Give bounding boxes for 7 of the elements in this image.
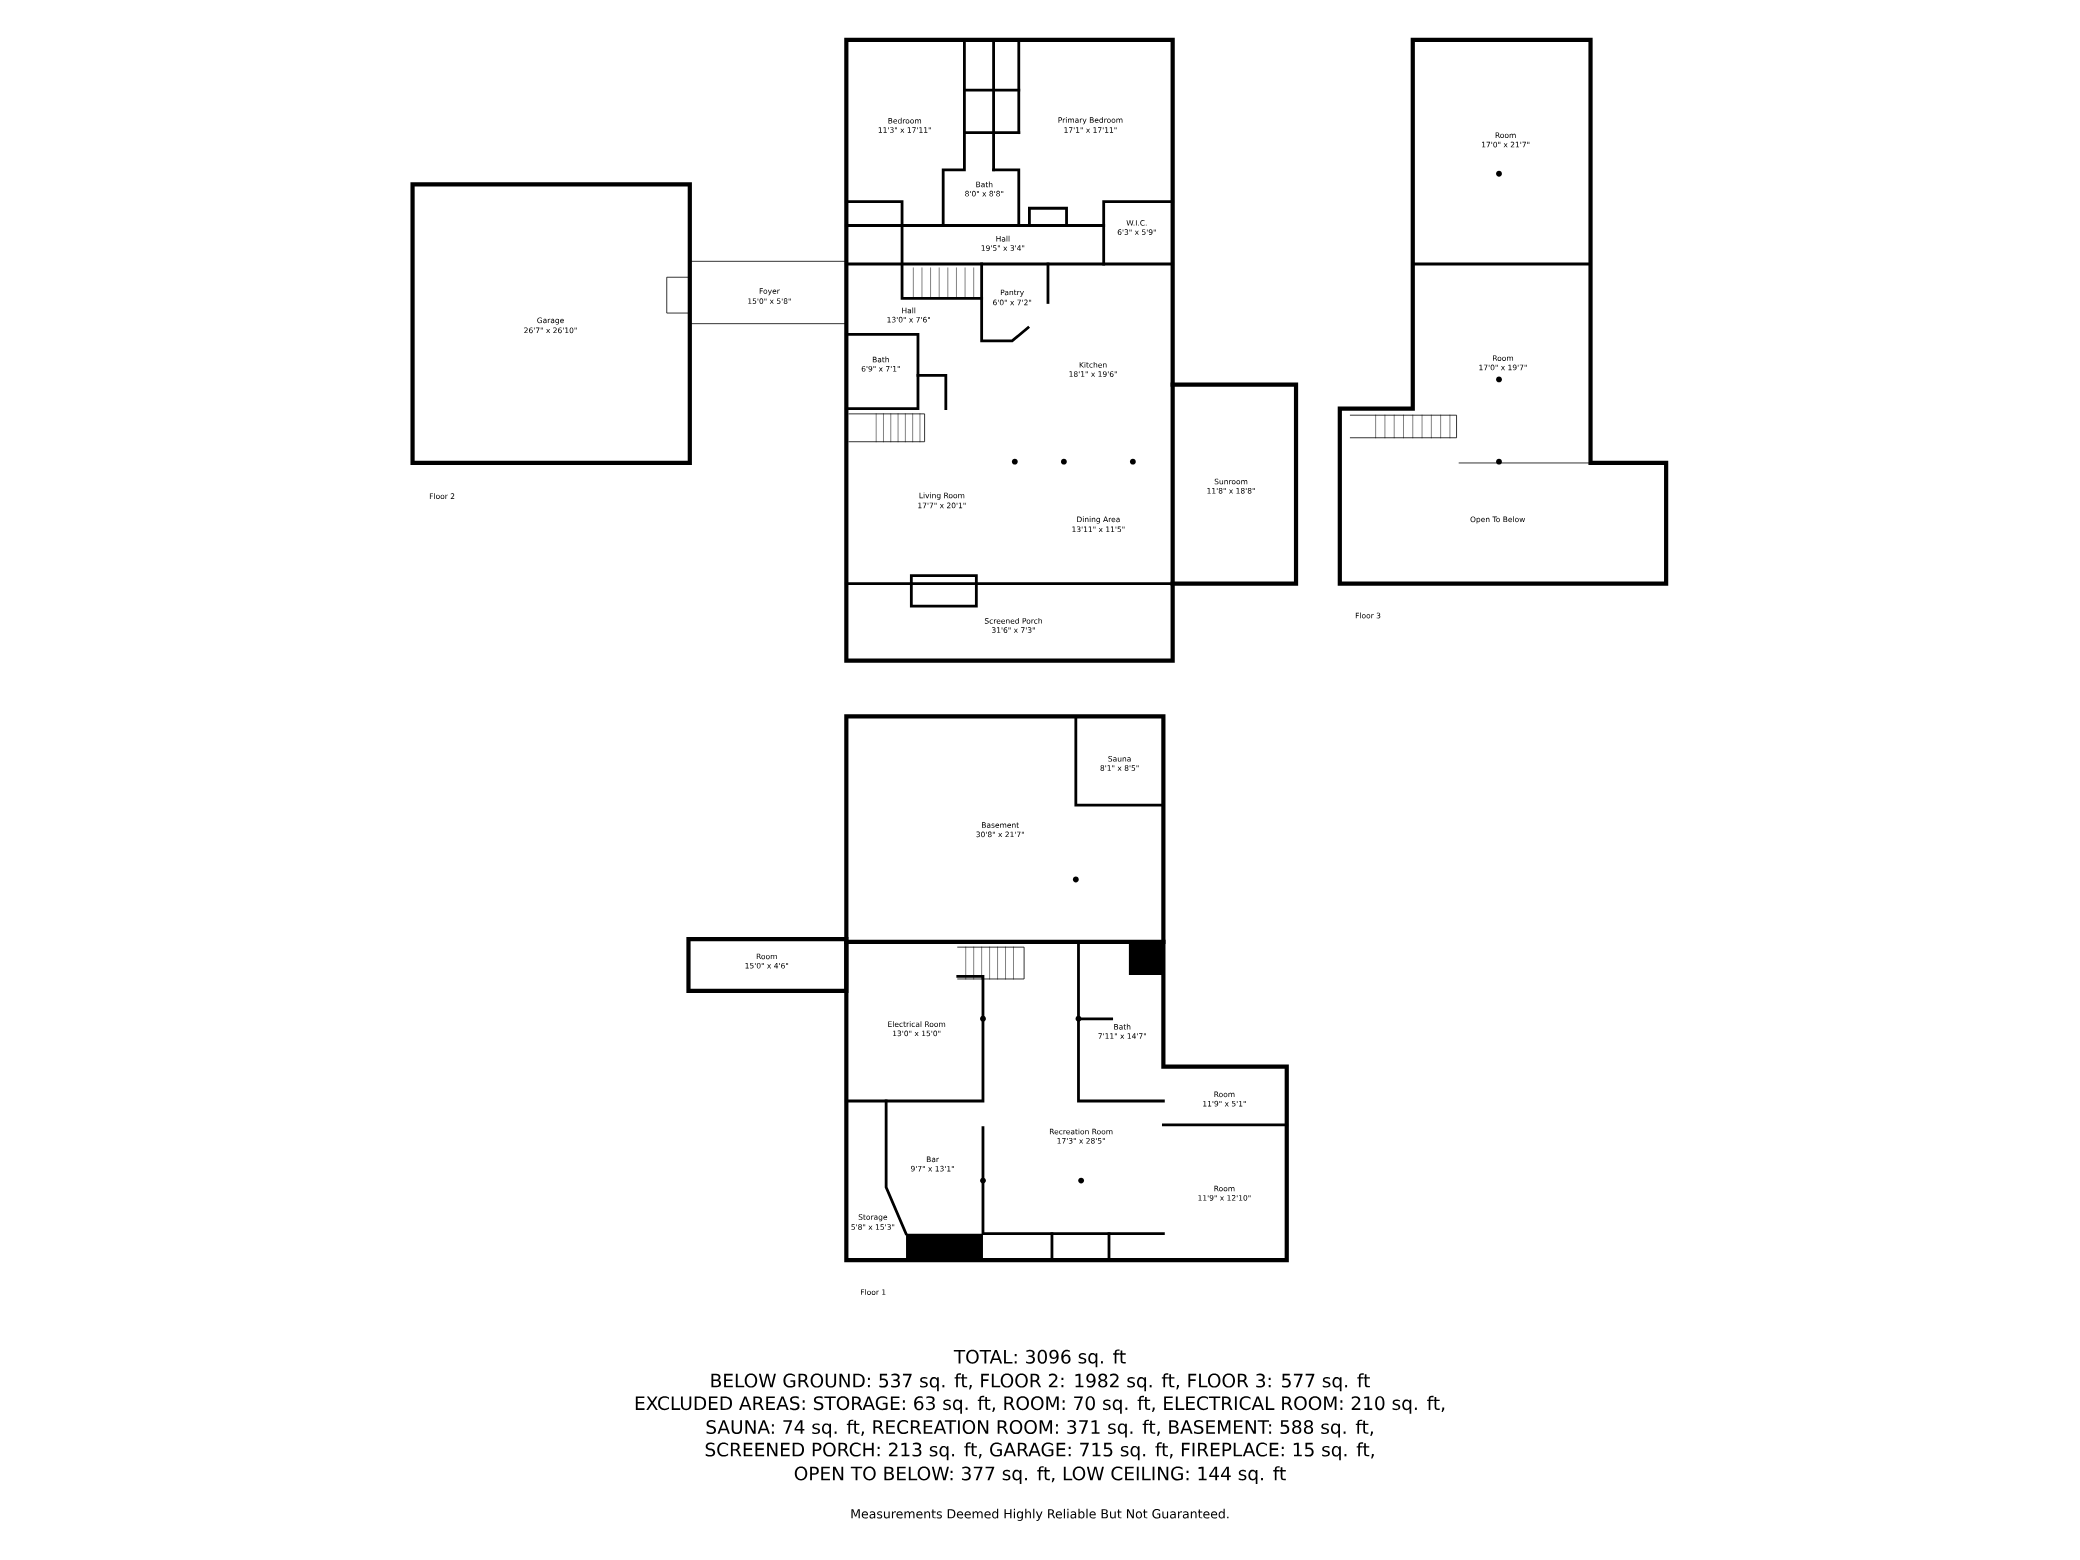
area-summary: TOTAL: 3096 sq. ft	[953, 1349, 1126, 1368]
area-summary: BELOW GROUND: 537 sq. ft, FLOOR 2: 1982 sq. ft, FLOOR 3: 577 sq. ft	[711, 1373, 1370, 1392]
disclaimer-note: Measurements Deemed Highly Reliable But Not Guaranteed.	[851, 1508, 1229, 1521]
area-summary: OPEN TO BELOW: 377 sq. ft, LOW CEILING: 144 sq. ft	[794, 1466, 1286, 1485]
area-summary: SAUNA: 74 sq. ft, RECREATION ROOM: 371 sq. ft, BASEMENT: 588 sq. ft,	[706, 1419, 1373, 1438]
area-summary: EXCLUDED AREAS: STORAGE: 63 sq. ft, ROOM: 70 sq. ft, ELECTRICAL ROOM: 210 sq. ft,	[635, 1395, 1445, 1414]
area-summary: SCREENED PORCH: 213 sq. ft, GARAGE: 715 sq. ft, FIREPLACE: 15 sq. ft,	[705, 1442, 1374, 1461]
